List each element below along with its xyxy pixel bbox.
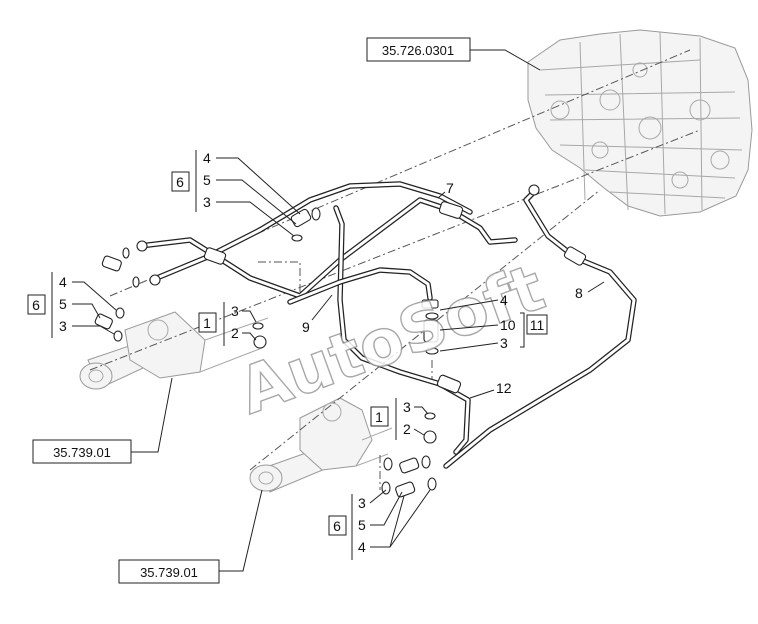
callout-group-mid-left[interactable]: 6 4 5 3: [27, 272, 117, 338]
callout-group-center[interactable]: 1 3 2: [198, 302, 257, 346]
callout-group-lower-center[interactable]: 1 3 2: [370, 398, 429, 440]
svg-text:3: 3: [403, 399, 411, 415]
svg-text:6: 6: [176, 174, 184, 190]
reference-cylinder-lower[interactable]: 35.739.01: [118, 489, 263, 584]
svg-text:2: 2: [403, 421, 411, 437]
svg-text:5: 5: [358, 517, 366, 533]
valve-block-illustration: [527, 29, 753, 217]
callout-group-right[interactable]: 4 10 11 3: [439, 292, 548, 352]
svg-text:3: 3: [231, 303, 239, 319]
svg-text:2: 2: [231, 325, 239, 341]
svg-text:5: 5: [59, 296, 67, 312]
callout-group-bottom[interactable]: 6 3 5 4: [328, 489, 431, 560]
svg-text:4: 4: [59, 274, 67, 290]
callout-hose-7[interactable]: 7: [437, 180, 454, 199]
svg-text:1: 1: [375, 409, 383, 425]
svg-text:4: 4: [203, 150, 211, 166]
svg-text:8: 8: [575, 285, 583, 301]
svg-text:4: 4: [500, 292, 508, 308]
fittings: [94, 184, 587, 498]
svg-text:4: 4: [358, 539, 366, 555]
svg-text:12: 12: [496, 380, 512, 396]
svg-text:3: 3: [59, 318, 67, 334]
callout-hose-9[interactable]: 9: [302, 294, 333, 335]
svg-text:3: 3: [500, 335, 508, 351]
reference-cylinder-upper-text: 35.739.01: [53, 445, 111, 460]
callout-group-upper-left[interactable]: 6 4 5 3: [171, 150, 301, 237]
svg-text:1: 1: [203, 315, 211, 331]
svg-text:6: 6: [32, 297, 40, 313]
svg-text:7: 7: [446, 180, 454, 196]
reference-cylinder-lower-text: 35.739.01: [140, 565, 198, 580]
svg-text:5: 5: [203, 172, 211, 188]
svg-text:10: 10: [500, 317, 516, 333]
cylinder-upper-illustration: [79, 311, 269, 390]
callout-hose-8[interactable]: 8: [575, 281, 605, 301]
reference-cylinder-upper[interactable]: 35.739.01: [32, 377, 173, 464]
svg-text:9: 9: [302, 319, 310, 335]
svg-text:3: 3: [358, 495, 366, 511]
svg-text:3: 3: [203, 194, 211, 210]
reference-valve-block[interactable]: 35.726.0301: [366, 37, 541, 71]
callout-hose-12[interactable]: 12: [469, 380, 512, 399]
svg-text:6: 6: [333, 518, 341, 534]
svg-text:11: 11: [530, 317, 545, 333]
reference-valve-block-text: 35.726.0301: [382, 43, 454, 58]
